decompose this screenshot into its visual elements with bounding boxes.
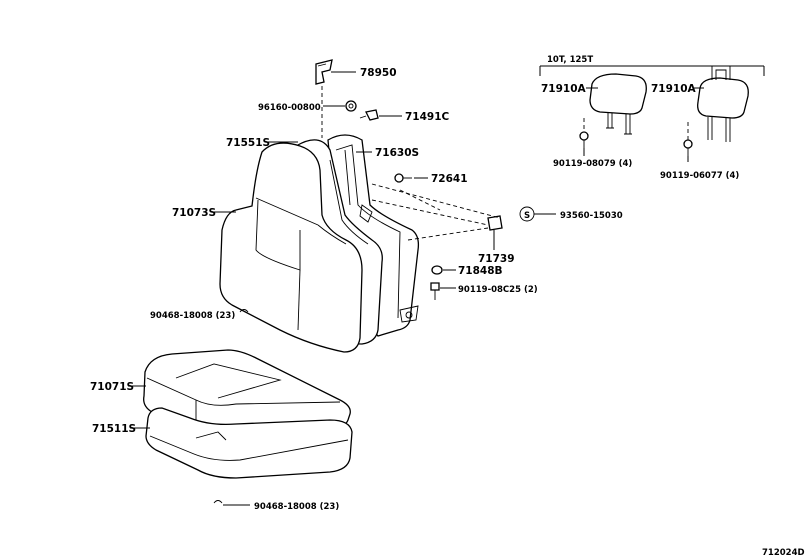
drawing-number: 712024D	[762, 548, 805, 558]
part-label-90119-08079: 90119-08079 (4)	[553, 159, 632, 169]
part-label-71848b: 71848B	[458, 265, 503, 277]
part-label-90119-08c25: 90119-08C25 (2)	[458, 285, 538, 295]
part-label-71739: 71739	[478, 253, 515, 265]
part-label-90119-06077: 90119-06077 (4)	[660, 171, 739, 181]
seatback-cover-drawing	[219, 134, 420, 353]
part-label-90468-b: 90468-18008 (23)	[254, 502, 339, 512]
bolt-90119-08c25-drawing	[430, 282, 440, 300]
part-label-71910a-left: 71910A	[541, 83, 587, 95]
headrest-left-drawing	[589, 73, 647, 135]
bolt-left-drawing	[579, 131, 589, 148]
part-label-71630s: 71630S	[375, 147, 419, 159]
clip-71491c-drawing	[359, 109, 379, 121]
part-label-90468-a: 90468-18008 (23)	[150, 311, 235, 321]
part-label-93560: 93560-15030	[560, 211, 623, 221]
bolt-72641-drawing	[394, 173, 412, 183]
nut-96160-drawing	[345, 100, 357, 112]
bolt-right-drawing	[683, 139, 693, 156]
part-label-78950: 78950	[360, 67, 397, 79]
headrest-right-drawing	[697, 65, 749, 142]
hinge-78950-drawing	[315, 59, 333, 85]
variant-label: 10T, 125T	[547, 55, 593, 65]
part-label-71491c: 71491C	[405, 111, 450, 123]
clip-90468-b-drawing	[213, 500, 223, 504]
frame-bracket-drawing	[359, 204, 419, 323]
seat-cushion-pad-drawing	[145, 407, 353, 479]
cap-71848b-drawing	[431, 265, 443, 275]
part-label-71511s: 71511S	[92, 423, 136, 435]
part-label-96160: 96160-00800	[258, 103, 321, 113]
svg-text:S: S	[524, 211, 530, 221]
s-symbol-marker: S	[519, 206, 535, 222]
part-label-71073s: 71073S	[172, 207, 216, 219]
part-label-72641: 72641	[431, 173, 468, 185]
part-label-71910a-right: 71910A	[651, 83, 697, 95]
clip-90468-a-drawing	[239, 309, 249, 313]
part-label-71551s: 71551S	[226, 137, 270, 149]
bracket-71739-drawing	[487, 215, 503, 231]
part-label-71071s: 71071S	[90, 381, 134, 393]
